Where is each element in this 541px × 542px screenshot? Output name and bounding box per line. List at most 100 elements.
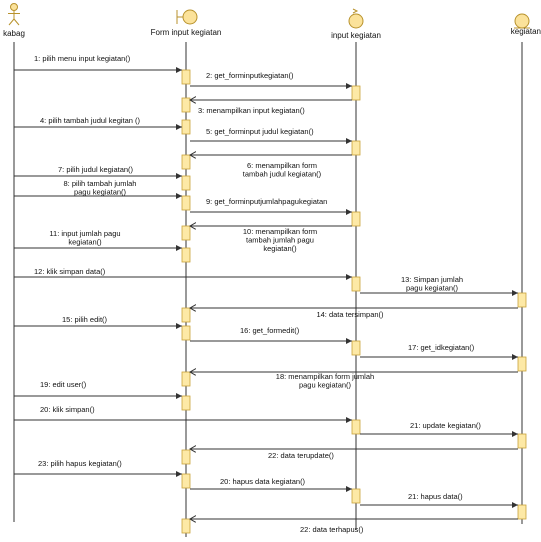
activation-box [181,325,191,341]
message-label: 20: hapus data kegiatan() [220,477,306,486]
message: 4: pilih tambah judul kegitan () [14,116,182,130]
message-label: 7: pilih judul kegiatan() [58,165,134,174]
activation-box [181,225,191,241]
activation-box [181,395,191,411]
message: 3: menampilkan input kegiatan() [190,100,352,115]
message-label: 4: pilih tambah judul kegitan () [40,116,141,125]
message-label-line: 9: get_forminputjumlahpagukegiatan [206,197,327,206]
participant-kabag: kabag [3,3,25,38]
message-label-line: 4: pilih tambah judul kegitan () [40,116,141,125]
participant-control: input kegiatan [331,8,381,40]
message: 7: pilih judul kegiatan() [14,165,182,179]
activation-box [517,292,527,308]
message-label-line: 21: update kegiatan() [410,421,481,430]
message-label-line: 15: pilih edit() [62,315,108,324]
message-label-line: pagu kegiatan() [74,188,127,197]
message: 15: pilih edit() [14,315,182,329]
message-label: 17: get_idkegiatan() [408,343,475,352]
message-label-line: 3: menampilkan input kegiatan() [198,106,305,115]
message-label-line: 5: get_forminput judul kegiatan() [206,127,314,136]
message: 1: pilih menu input kegiatan() [14,54,182,73]
activation-box [351,140,361,156]
message: 9: get_forminputjumlahpagukegiatan [190,197,352,215]
message-label-line: 19: edit user() [40,380,87,389]
message-label-line: 1: pilih menu input kegiatan() [34,54,131,63]
activation-box [181,307,191,323]
control-icon [348,8,364,29]
activation-box [517,356,527,372]
message-label-line: kegiatan() [263,244,297,253]
message-label-line: pagu kegiatan() [406,284,459,293]
message: 22: data terhapus() [190,519,518,534]
activation-box [181,371,191,387]
message: 19: edit user() [14,380,182,399]
message: 16: get_formedit() [190,326,352,344]
message-label: 22: data terupdate() [268,451,334,460]
message-label: 2: get_forminputkegiatan() [206,71,294,80]
activation-box [181,473,191,489]
participant-label: kabag [3,29,25,38]
activation-box [181,449,191,465]
message-label-line: 23: pilih hapus kegiatan() [38,459,122,468]
participant-label: Form input kegiatan [151,28,222,37]
activation-box [181,518,191,534]
message: 21: update kegiatan() [360,421,518,437]
message-label: 21: hapus data() [408,492,463,501]
activation-box [351,419,361,435]
message-label: 21: update kegiatan() [410,421,481,430]
activation-box [351,276,361,292]
message-label: 14: data tersimpan() [316,310,384,319]
message-label-line: pagu kegiatan() [299,381,352,390]
message-label: 15: pilih edit() [62,315,108,324]
message-label-line: 17: get_idkegiatan() [408,343,475,352]
message-label-line: 11: input jumlah pagu [49,229,120,238]
message-label-line: 21: hapus data() [408,492,463,501]
message-label-line: 22: data terhapus() [300,525,364,534]
message-label: 19: edit user() [40,380,87,389]
message-label: 5: get_forminput judul kegiatan() [206,127,314,136]
message-label-line: 20: hapus data kegiatan() [220,477,306,486]
activation-box [181,97,191,113]
message-label-line: tambah judul kegiatan() [243,170,322,179]
activation-box [181,195,191,211]
message: 2: get_forminputkegiatan() [190,71,352,89]
message-label-line: 22: data terupdate() [268,451,334,460]
message-label-line: 18: menampilkan form jumlah [276,372,374,381]
participant-label: kegiatan [511,27,541,36]
message: 5: get_forminput judul kegiatan() [190,127,352,144]
activation-box [351,85,361,101]
activation-box [181,247,191,263]
boundary-icon [176,9,198,25]
message: 20: klik simpan() [14,405,352,423]
message-label-line: 2: get_forminputkegiatan() [206,71,294,80]
participant-form: Form input kegiatan [151,9,222,37]
message-label-line: 12: klik simpan data() [34,267,106,276]
message-label-line: 14: data tersimpan() [316,310,384,319]
message: 17: get_idkegiatan() [360,343,518,360]
activation-box [181,175,191,191]
message-label-line: kegiatan() [68,238,102,247]
message-label: 16: get_formedit() [240,326,300,335]
participant-label: input kegiatan [331,31,381,40]
message-label: 9: get_forminputjumlahpagukegiatan [206,197,327,206]
message-label-line: 8: pilih tambah jumlah [64,179,137,188]
activation-box [351,211,361,227]
message-label: 22: data terhapus() [300,525,364,534]
activation-box [517,504,527,520]
message: 20: hapus data kegiatan() [190,477,352,492]
message-label: 23: pilih hapus kegiatan() [38,459,122,468]
messages: 1: pilih menu input kegiatan() 2: get_for… [14,54,518,534]
activation-box [517,433,527,449]
activation-box [181,119,191,135]
message-label-line: 13: Simpan jumlah [401,275,463,284]
